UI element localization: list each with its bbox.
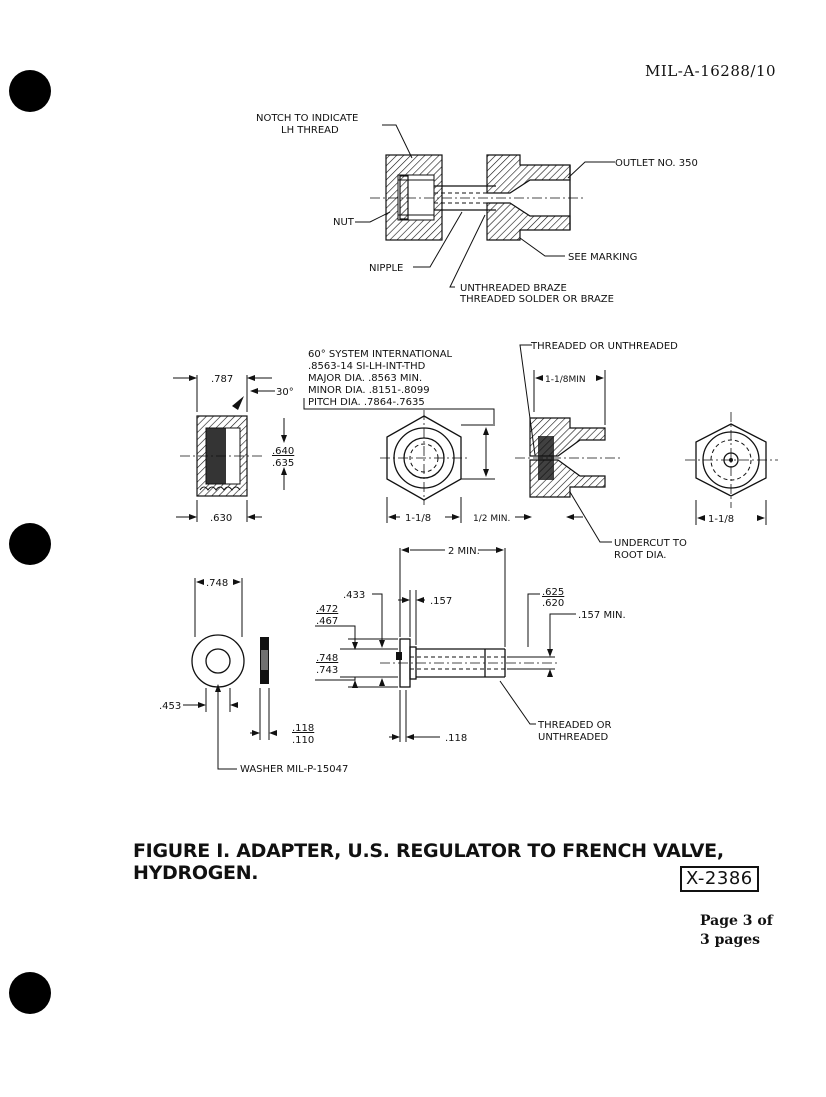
spec-line-3: MAJOR DIA. .8563 MIN. xyxy=(308,373,422,384)
page-info-line-2: 3 pages xyxy=(700,932,761,948)
dim-743: .743 xyxy=(316,665,338,676)
label-threaded-or-unthreaded: THREADED OR UNTHREADED xyxy=(530,341,678,352)
dim-640: .640 xyxy=(272,446,294,457)
dim-635: .635 xyxy=(272,458,294,469)
nipple-view xyxy=(380,638,560,688)
punch-hole-middle xyxy=(9,523,51,565)
document-id: MIL-A-16288/10 xyxy=(645,62,777,80)
dim-453: .453 xyxy=(159,701,181,712)
label-notch: NOTCH TO INDICATE xyxy=(256,113,358,124)
outlet-side-section xyxy=(515,417,620,498)
dim-half-min: 1/2 MIN. xyxy=(473,514,510,524)
spec-line-5: PITCH DIA. .7864-.7635 xyxy=(308,397,425,408)
dim-2-min: 2 MIN. xyxy=(448,546,480,557)
page-info: Page 3 of 3 pages xyxy=(700,912,773,950)
dim-467: .467 xyxy=(316,616,338,627)
dim-118-nipple: .118 xyxy=(445,733,467,744)
hex-nut-front-view xyxy=(380,410,470,505)
page-info-line-1: Page 3 of xyxy=(700,913,773,929)
washer-view xyxy=(191,634,269,688)
label-threaded-solder: THREADED SOLDER OR BRAZE xyxy=(459,294,614,305)
label-lh-thread: LH THREAD xyxy=(281,125,339,136)
outlet-end-view xyxy=(685,412,778,508)
label-unthreaded-braze: UNTHREADED BRAZE xyxy=(460,283,567,294)
label-see-marking: SEE MARKING xyxy=(568,252,637,263)
assembly-leaders xyxy=(355,124,615,288)
outlet-section-bottom xyxy=(486,202,571,241)
assembly-view xyxy=(370,154,585,241)
dim-625: .625 xyxy=(542,587,564,598)
label-unthreaded: UNTHREADED xyxy=(538,732,609,743)
dim-1-1-8-end: 1-1/8 xyxy=(708,514,734,525)
label-outlet: OUTLET NO. 350 xyxy=(615,158,698,169)
label-root-dia: ROOT DIA. xyxy=(614,550,666,561)
spec-line-2: .8563-14 SI-LH-INT-THD xyxy=(308,361,426,372)
dim-1-1-8-hex: 1-1/8 xyxy=(405,513,431,524)
dim-157: .157 xyxy=(430,596,452,607)
dim-30-deg: 30° xyxy=(276,387,294,398)
drawing-number: X-2386 xyxy=(680,866,759,892)
dim-787: .787 xyxy=(211,374,233,385)
label-nipple: NIPPLE xyxy=(369,263,403,274)
dim-1-1-8-min: 1-1/8MIN xyxy=(545,375,586,385)
spec-line-4: MINOR DIA. .8151-.8099 xyxy=(308,385,430,396)
dim-118: .118 xyxy=(292,723,314,734)
label-undercut: UNDERCUT TO xyxy=(614,538,687,549)
outlet-section-top xyxy=(486,154,571,194)
label-nut: NUT xyxy=(333,217,355,228)
label-threaded-or: THREADED OR xyxy=(537,720,612,731)
label-washer: WASHER MIL-P-15047 xyxy=(240,764,348,775)
dim-472: .472 xyxy=(316,604,338,615)
dim-620: .620 xyxy=(542,598,564,609)
dim-110: .110 xyxy=(292,735,314,746)
punch-hole-bottom xyxy=(9,972,51,1014)
dim-748-nipple: .748 xyxy=(316,653,338,664)
spec-line-1: 60° SYSTEM INTERNATIONAL xyxy=(308,349,453,360)
dim-433: .433 xyxy=(343,590,365,601)
nut-side-view xyxy=(180,396,265,497)
dim-748-washer: .748 xyxy=(206,578,228,589)
punch-hole-top xyxy=(9,70,51,112)
dim-630: .630 xyxy=(210,513,232,524)
figure-caption: FIGURE I. ADAPTER, U.S. REGULATOR TO FRE… xyxy=(133,840,724,884)
dim-157-min: .157 MIN. xyxy=(578,610,626,621)
